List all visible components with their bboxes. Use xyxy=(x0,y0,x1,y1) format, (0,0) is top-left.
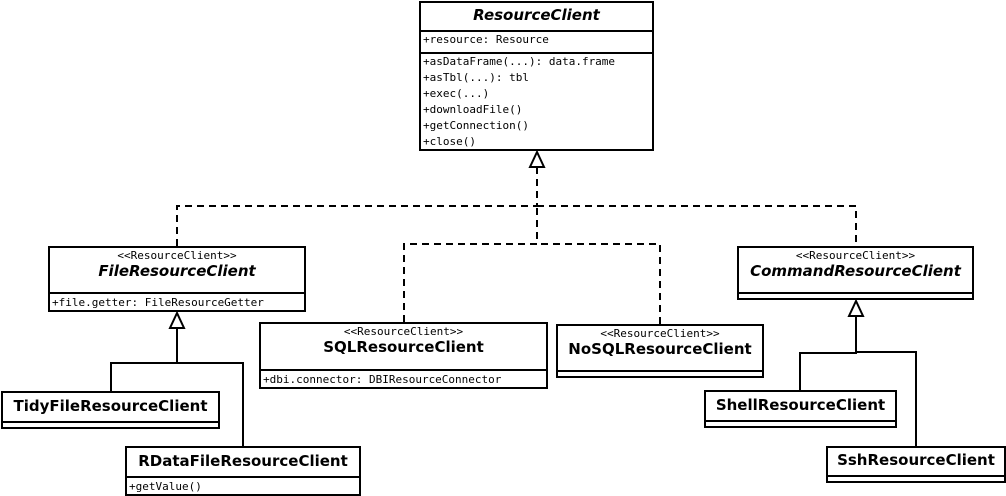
attribute: +dbi.connector: DBIResourceConnector xyxy=(263,373,502,386)
inheritance-arrowhead-command xyxy=(847,298,865,317)
methods-section: +asDataFrame(...): data.frame +asTbl(...… xyxy=(421,54,652,150)
method: +close() xyxy=(423,135,476,148)
inheritance-line-shell xyxy=(799,316,857,390)
class-sql-resource-client[interactable]: <<ResourceClient>> SQLResourceClient +db… xyxy=(259,322,548,389)
class-name: FileResourceClient xyxy=(98,262,256,280)
attributes-section xyxy=(558,372,762,378)
class-name: TidyFileResourceClient xyxy=(13,397,208,415)
method: +asTbl(...): tbl xyxy=(423,71,529,84)
method: +exec(...) xyxy=(423,87,490,100)
attributes-section: +resource: Resource xyxy=(421,32,652,54)
class-command-resource-client[interactable]: <<ResourceClient>> CommandResourceClient xyxy=(737,246,974,300)
class-name: CommandResourceClient xyxy=(750,262,961,280)
realization-line-nosql xyxy=(537,243,661,324)
realization-line-file xyxy=(176,167,538,246)
class-name: SshResourceClient xyxy=(837,451,995,469)
inheritance-line-rdata xyxy=(177,362,244,447)
class-nosql-resource-client[interactable]: <<ResourceClient>> NoSQLResourceClient xyxy=(556,324,764,378)
attributes-section xyxy=(706,422,895,428)
attribute: +file.getter: FileResourceGetter xyxy=(52,296,264,309)
realization-line-command xyxy=(537,205,857,242)
class-resource-client[interactable]: ResourceClient +resource: Resource +asDa… xyxy=(419,1,654,151)
attributes-section: +dbi.connector: DBIResourceConnector xyxy=(261,371,546,388)
class-file-resource-client[interactable]: <<ResourceClient>> FileResourceClient +f… xyxy=(48,246,306,312)
method: +getValue() xyxy=(129,480,202,493)
attributes-section xyxy=(3,423,218,429)
method: +downloadFile() xyxy=(423,103,523,116)
attribute: +resource: Resource xyxy=(423,33,549,46)
attributes-section: +file.getter: FileResourceGetter xyxy=(50,294,304,311)
method: +asDataFrame(...): data.frame xyxy=(423,55,616,68)
class-name: NoSQLResourceClient xyxy=(568,340,752,358)
class-rdata-file-resource-client[interactable]: RDataFileResourceClient +getValue() xyxy=(125,446,361,496)
class-tidy-file-resource-client[interactable]: TidyFileResourceClient xyxy=(1,391,220,429)
inheritance-arrowhead-file xyxy=(168,310,186,329)
class-name: RDataFileResourceClient xyxy=(138,452,348,470)
realization-line-sql xyxy=(403,206,538,322)
stereotype: <<ResourceClient>> xyxy=(117,249,237,262)
methods-section: +getValue() xyxy=(127,478,359,495)
class-ssh-resource-client[interactable]: SshResourceClient xyxy=(826,446,1006,483)
inheritance-line-tidy xyxy=(110,328,178,391)
stereotype: <<ResourceClient>> xyxy=(343,325,464,338)
attributes-section xyxy=(739,294,972,300)
stereotype: <<ResourceClient>> xyxy=(795,249,916,262)
method: +getConnection() xyxy=(423,119,529,132)
realization-arrowhead xyxy=(528,149,546,168)
class-name: ResourceClient xyxy=(473,6,600,24)
inheritance-line-ssh xyxy=(856,351,917,446)
class-name: ShellResourceClient xyxy=(715,396,886,414)
class-shell-resource-client[interactable]: ShellResourceClient xyxy=(704,390,897,428)
stereotype: <<ResourceClient>> xyxy=(600,327,720,340)
attributes-section xyxy=(828,477,1004,483)
class-name: SQLResourceClient xyxy=(323,338,484,356)
